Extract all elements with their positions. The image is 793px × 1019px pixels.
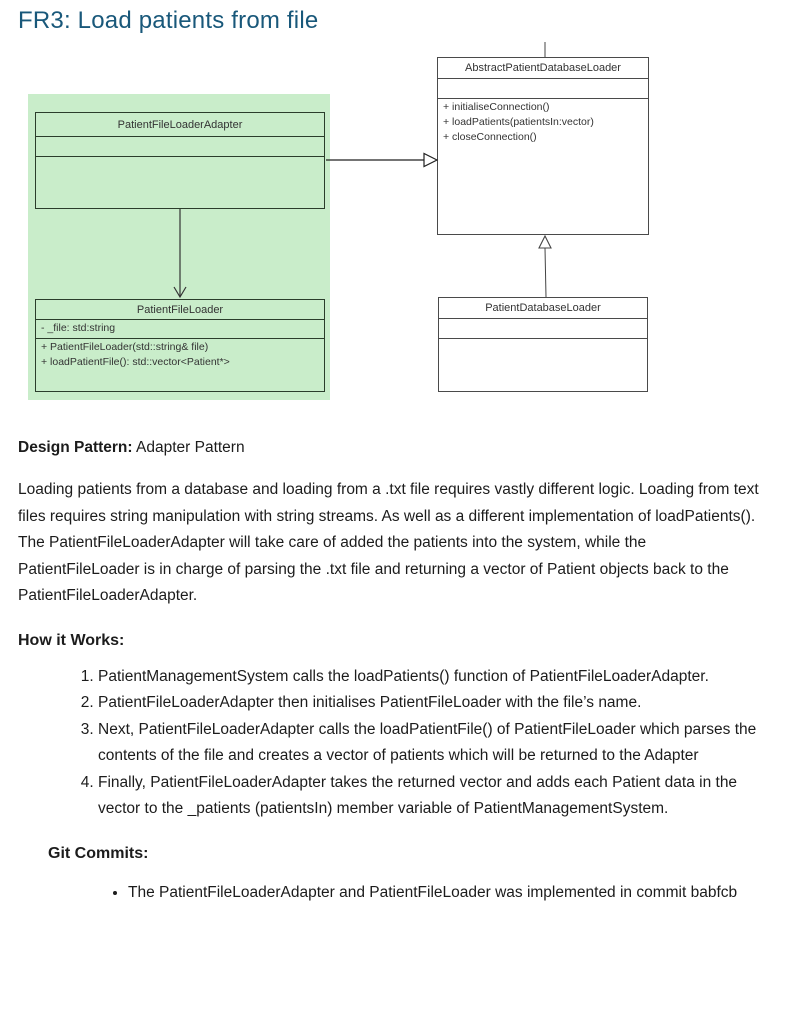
design-pattern-value: Adapter Pattern: [136, 439, 245, 456]
methods-compartment: + initialiseConnection() + loadPatients(…: [438, 99, 648, 144]
description-paragraph: Loading patients from a database and loa…: [18, 481, 759, 604]
step-item: PatientFileLoaderAdapter then initialise…: [98, 690, 771, 717]
document-body: Design Pattern: Adapter Pattern Loading …: [0, 435, 793, 906]
step-item: PatientManagementSystem calls the loadPa…: [98, 664, 771, 691]
attribute: - _file: std:string: [41, 322, 116, 334]
attributes-compartment: - _file: std:string: [36, 320, 324, 339]
step-item: Next, PatientFileLoaderAdapter calls the…: [98, 717, 771, 770]
attributes-compartment: [438, 79, 648, 99]
page-title: FR3: Load patients from file: [18, 7, 319, 34]
uml-diagram: PatientFileLoaderAdapter PatientFileLoad…: [0, 37, 793, 409]
design-pattern-label: Design Pattern:: [18, 439, 133, 456]
class-name: PatientFileLoaderAdapter: [36, 113, 324, 137]
adapter-highlight-panel: [28, 94, 330, 400]
commit-item: The PatientFileLoaderAdapter and Patient…: [128, 880, 771, 907]
class-name: PatientFileLoader: [36, 300, 324, 320]
uml-connectors: [173, 42, 552, 299]
attributes-compartment: [36, 137, 324, 157]
class-patient-file-loader-adapter: PatientFileLoaderAdapter: [35, 112, 325, 209]
git-commits-list: The PatientFileLoaderAdapter and Patient…: [18, 880, 771, 907]
method: + closeConnection(): [443, 131, 537, 143]
class-patient-database-loader: PatientDatabaseLoader: [438, 297, 648, 392]
class-name: PatientDatabaseLoader: [439, 298, 647, 319]
class-name: AbstractPatientDatabaseLoader: [438, 58, 648, 79]
method: + initialiseConnection(): [443, 101, 550, 113]
how-it-works-heading: How it Works:: [18, 631, 125, 649]
attributes-compartment: [439, 319, 647, 339]
step-item: Finally, PatientFileLoaderAdapter takes …: [98, 770, 771, 823]
method: + PatientFileLoader(std::string& file): [41, 341, 209, 353]
method: + loadPatientFile(): std::vector<Patient…: [41, 356, 230, 368]
methods-compartment: + PatientFileLoader(std::string& file) +…: [36, 339, 324, 369]
generalization-line: [544, 247, 547, 298]
design-pattern-line: Design Pattern: Adapter Pattern: [18, 435, 771, 461]
method: + loadPatients(patientsIn:vector): [443, 116, 594, 128]
association-arrowhead: [173, 286, 187, 299]
git-commits-heading: Git Commits:: [48, 844, 149, 862]
generalization-arrowhead: [538, 234, 552, 249]
generalization-arrowhead: [423, 152, 439, 168]
class-patient-file-loader: PatientFileLoader - _file: std:string + …: [35, 299, 325, 392]
how-it-works-list: PatientManagementSystem calls the loadPa…: [18, 664, 771, 823]
class-abstract-patient-database-loader: AbstractPatientDatabaseLoader + initiali…: [437, 57, 649, 235]
